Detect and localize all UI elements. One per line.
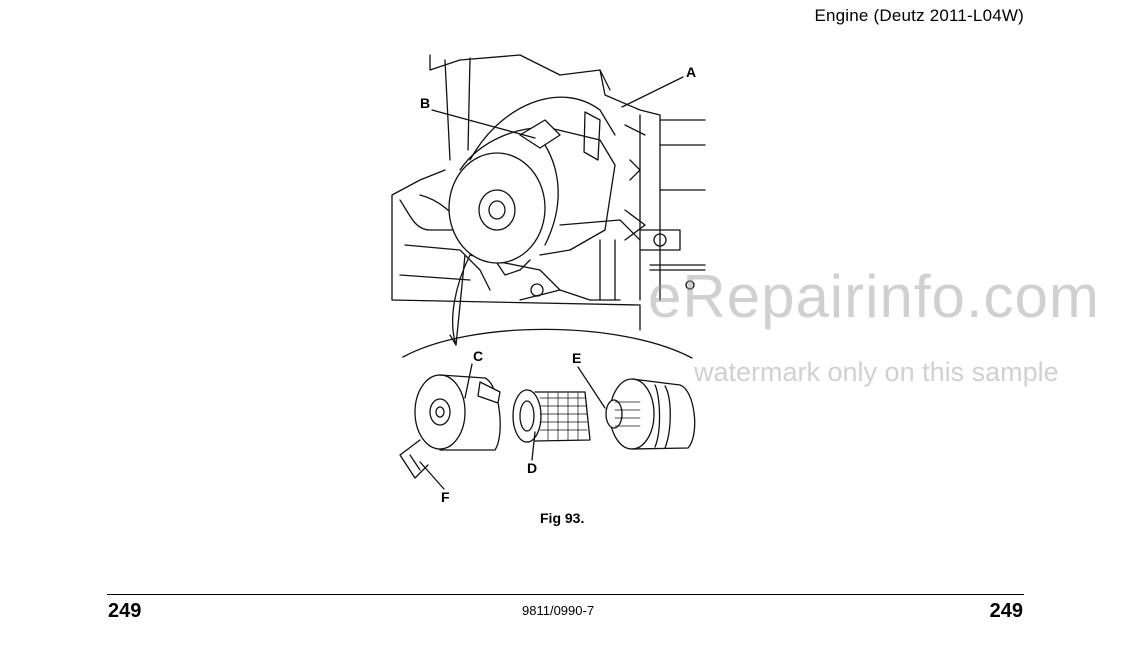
document-code: 9811/0990-7 (522, 603, 595, 618)
watermark-subtext: watermark only on this sample (694, 357, 1059, 387)
watermark-text: eRepairinfo.com (648, 263, 1100, 330)
page-number-right: 249 (989, 600, 1023, 622)
callout-e-label: E (572, 350, 582, 366)
page-header-title: Engine (Deutz 2011-L04W) (814, 6, 1024, 25)
page-number-left: 249 (108, 600, 142, 622)
callout-b-label: B (420, 95, 431, 111)
callout-a-label: A (686, 64, 697, 80)
callout-c-label: C (473, 348, 484, 364)
footer-divider (107, 594, 1024, 595)
figure-caption: Fig 93. (540, 510, 585, 526)
callout-f-label: F (441, 489, 450, 505)
callout-d-label: D (527, 460, 538, 476)
